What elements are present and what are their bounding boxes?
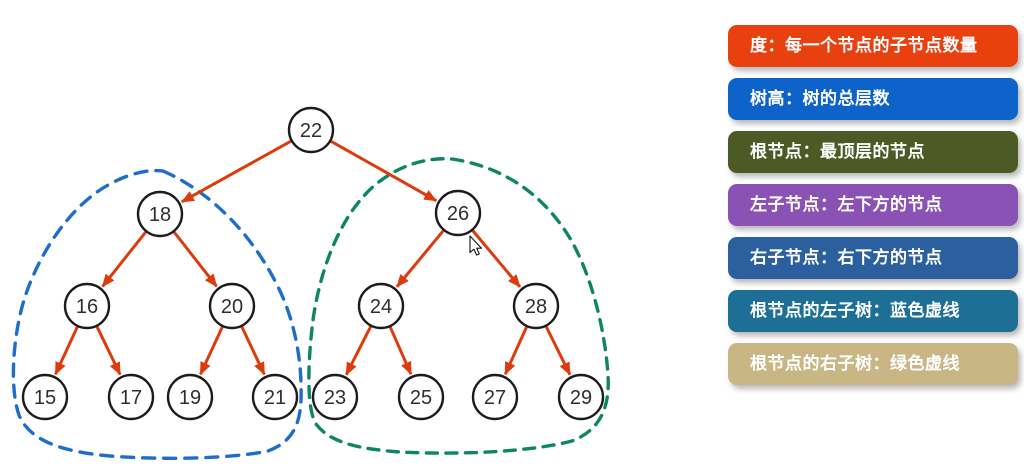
node-value: 28 <box>525 296 547 318</box>
tree-edge-18-20 <box>172 231 218 288</box>
legend-item-root-node: 根节点：最顶层的节点 <box>728 131 1018 173</box>
node-value: 17 <box>120 387 142 409</box>
tree-edge-26-28 <box>471 229 522 288</box>
tree-edge-16-17 <box>95 326 122 376</box>
node-value: 15 <box>34 387 56 409</box>
node-value: 25 <box>410 387 432 409</box>
legend-item-left-child: 左子节点：左下方的节点 <box>728 184 1018 226</box>
node-circle <box>357 282 405 330</box>
node-circle <box>397 373 445 421</box>
node-circle <box>471 373 519 421</box>
node-circle <box>434 189 482 237</box>
node-value: 21 <box>264 387 286 409</box>
node-circle <box>166 373 214 421</box>
tree-edge-22-18 <box>180 139 292 204</box>
legend-item-right-child: 右子节点：右下方的节点 <box>728 237 1018 279</box>
node-value: 26 <box>447 203 469 225</box>
tree-edge-28-29 <box>544 325 572 376</box>
tree-edge-20-21 <box>240 326 266 376</box>
tree-node-28: 28 <box>512 282 560 330</box>
node-circle <box>21 373 69 421</box>
tree-node-26: 26 <box>434 189 482 237</box>
node-value: 18 <box>149 204 171 226</box>
node-circle <box>208 282 256 330</box>
tree-edge-26-24 <box>395 229 445 288</box>
node-value: 27 <box>484 387 506 409</box>
legend-item-right-subtree: 根节点的右子树：绿色虚线 <box>728 343 1018 385</box>
node-circle <box>512 282 560 330</box>
node-circle <box>311 373 359 421</box>
node-circle <box>251 373 299 421</box>
node-value: 22 <box>300 120 322 142</box>
left-subtree-outline <box>11 168 303 460</box>
binary-tree-diagram: 22 18 26 16 20 24 28 15 17 19 21 23 25 27 29 <box>11 106 610 460</box>
tree-node-20: 20 <box>208 282 256 330</box>
tree-node-24: 24 <box>357 282 405 330</box>
tree-node-18: 18 <box>136 190 184 238</box>
node-value: 24 <box>370 296 392 318</box>
tree-edge-16-15 <box>54 326 79 376</box>
tree-edge-22-26 <box>330 140 438 203</box>
node-circle <box>136 190 184 238</box>
tree-node-15: 15 <box>21 373 69 421</box>
tree-node-17: 17 <box>107 373 155 421</box>
node-value: 16 <box>76 296 98 318</box>
tree-node-22: 22 <box>287 106 335 154</box>
tree-edge-24-23 <box>344 325 372 376</box>
node-value: 19 <box>179 387 201 409</box>
node-value: 23 <box>324 387 346 409</box>
legend-panel: 度：每一个节点的子节点数量 树高：树的总层数 根节点：最顶层的节点 左子节点：左… <box>728 25 1018 385</box>
tree-node-29: 29 <box>557 373 605 421</box>
legend-item-degree: 度：每一个节点的子节点数量 <box>728 25 1018 67</box>
node-value: 20 <box>221 296 243 318</box>
binary-tree-stage: 22 18 26 16 20 24 28 15 17 19 21 23 25 27 29 <box>11 106 610 460</box>
node-value: 29 <box>570 387 592 409</box>
node-circle <box>287 106 335 154</box>
tree-node-16: 16 <box>63 282 111 330</box>
legend-item-left-subtree: 根节点的左子树：蓝色虚线 <box>728 290 1018 332</box>
tree-edge-18-16 <box>101 231 147 288</box>
mouse-cursor <box>469 235 483 256</box>
legend-item-tree-height: 树高：树的总层数 <box>728 78 1018 120</box>
node-circle <box>557 373 605 421</box>
node-circle <box>63 282 111 330</box>
tree-node-19: 19 <box>166 373 214 421</box>
tree-edge-24-25 <box>388 326 413 376</box>
tree-node-25: 25 <box>397 373 445 421</box>
tree-node-21: 21 <box>251 373 299 421</box>
node-circle <box>107 373 155 421</box>
tree-node-27: 27 <box>471 373 519 421</box>
tree-node-23: 23 <box>311 373 359 421</box>
tree-edge-28-27 <box>503 326 528 376</box>
tree-edge-20-19 <box>199 326 224 376</box>
